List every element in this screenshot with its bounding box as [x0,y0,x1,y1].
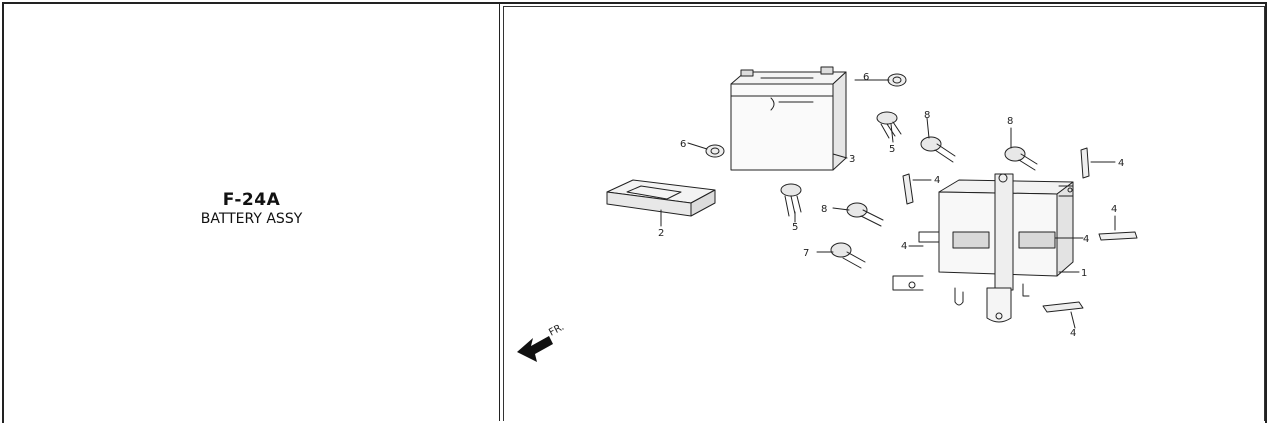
callout-4-top-right: 4 [1118,158,1124,169]
callout-7: 7 [803,248,809,259]
callout-1: 1 [1081,268,1087,279]
battery [730,66,847,171]
pad-bottom [1042,301,1084,313]
bolt-5-top [876,111,902,139]
battery-tray [606,179,716,217]
bolt-8-b [1004,146,1038,171]
bolt-5-mid [780,183,802,217]
pad-right [1098,231,1138,241]
callout-8-a: 8 [924,110,930,121]
callout-4-left: 4 [901,241,907,252]
callout-6-top: 6 [863,72,869,83]
pad-mid [902,173,914,205]
diagram-panel [503,6,1265,421]
bolt-8-c [846,202,884,227]
nut-top [887,73,907,87]
battery-case [892,173,1074,323]
nut-left [705,144,725,158]
callout-3: 3 [849,154,855,165]
front-arrow-icon [517,336,553,362]
diagram-name: BATTERY ASSY [200,211,303,227]
title-block: F-24A BATTERY ASSY [4,190,499,227]
exploded-parts-diagram: FR. 3 2 1 6 6 5 5 8 8 8 7 4 4 4 4 4 4 [517,66,1138,362]
callout-8-c: 8 [821,204,827,215]
callout-2: 2 [658,228,664,239]
callout-6-left: 6 [680,139,686,150]
diagram-code: F-24A [222,190,281,210]
panel-divider [499,2,500,421]
bolt-7 [830,242,866,269]
callout-8-b: 8 [1007,116,1013,127]
callout-4-right-top: 4 [1111,204,1117,215]
callout-4-bottom: 4 [1070,328,1076,339]
bolt-8-a [920,136,956,163]
callout-5-mid: 5 [792,222,798,233]
callout-4-right: 4 [1083,234,1089,245]
callout-4-mid: 4 [934,175,940,186]
callout-5-top: 5 [889,144,895,155]
front-direction-label: FR. [547,322,566,339]
pad-top-right [1080,147,1090,179]
